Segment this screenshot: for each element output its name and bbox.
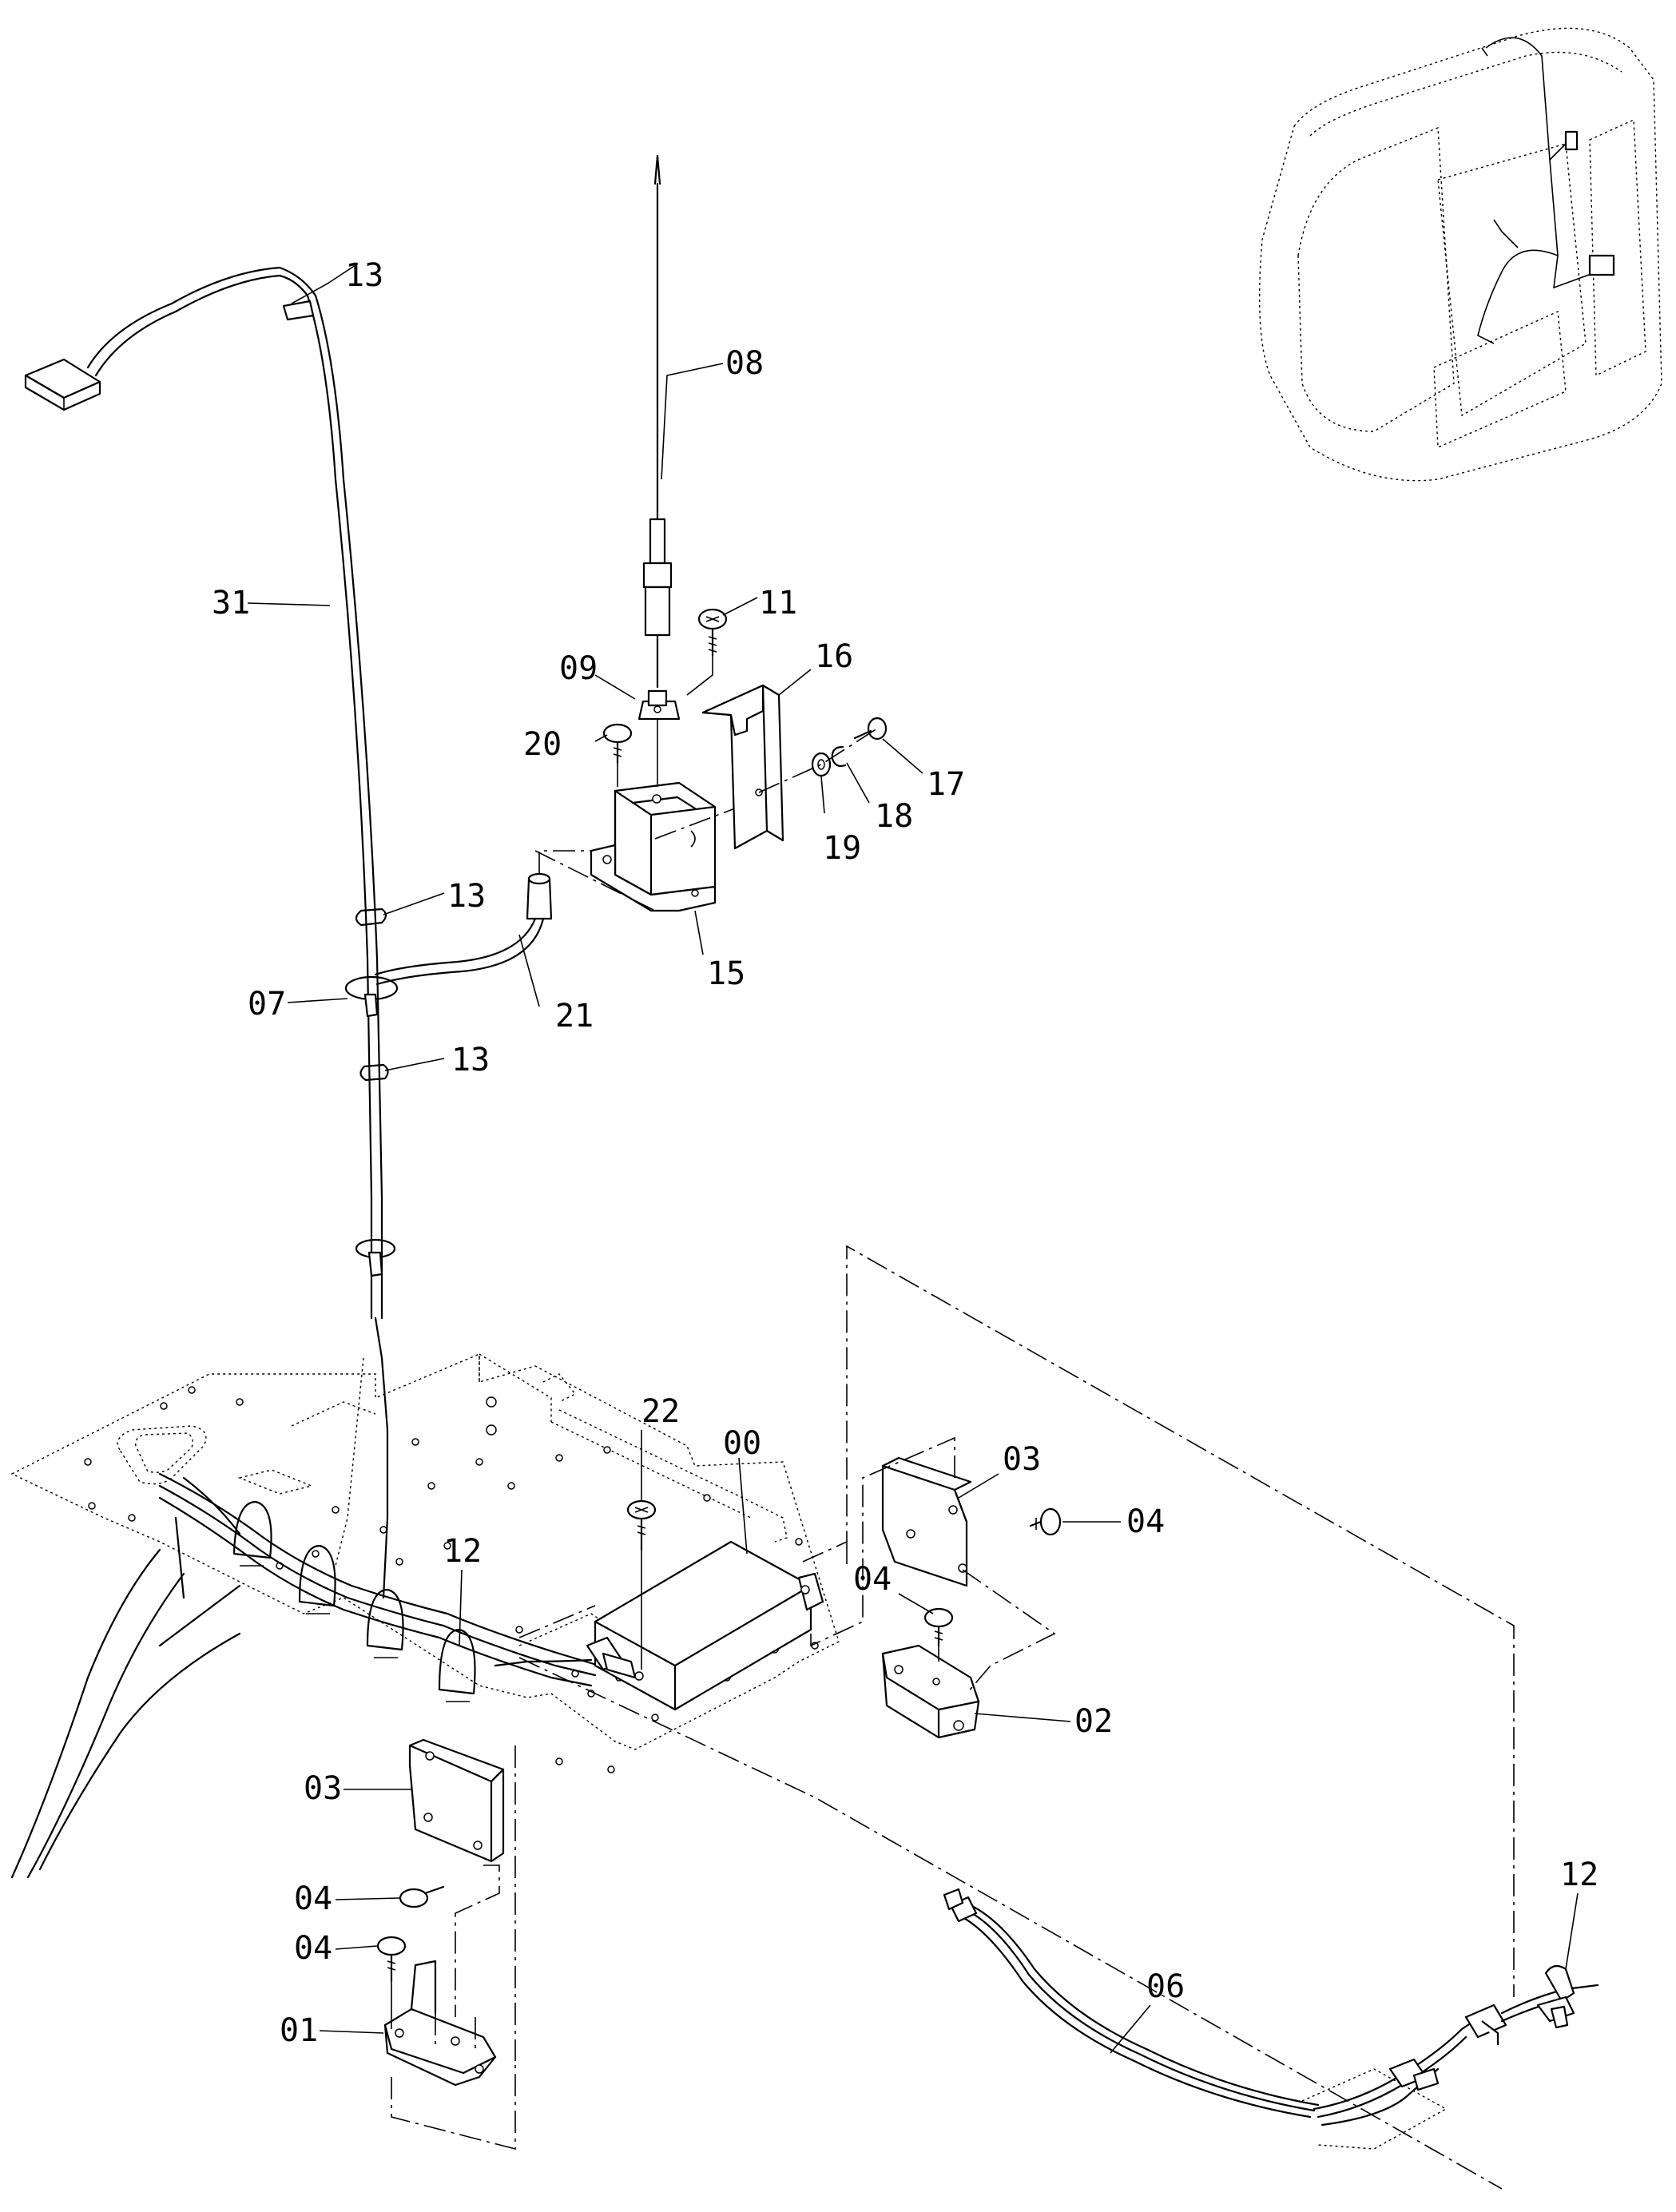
label-17: 17 xyxy=(927,766,965,803)
cable-21 xyxy=(374,850,591,986)
washer-19 xyxy=(811,752,832,777)
cable-bundle xyxy=(10,1316,601,1879)
label-03-left: 03 xyxy=(304,1770,342,1807)
bracket-01 xyxy=(383,1960,497,2087)
bolt-04-left-upper xyxy=(399,1885,445,1908)
label-04-mid: 04 xyxy=(853,1561,892,1598)
label-09: 09 xyxy=(559,650,598,687)
bolt-04-left-lower xyxy=(376,1936,407,2029)
bolt-22 xyxy=(626,1499,657,1670)
label-13-top: 13 xyxy=(345,257,383,294)
label-04-right: 04 xyxy=(1126,1503,1165,1540)
bolt-20 xyxy=(602,723,633,787)
harness-06 xyxy=(943,1888,1599,2150)
label-12-bundle: 12 xyxy=(443,1533,482,1570)
cable-clamps-12 xyxy=(232,1500,476,1702)
label-31: 31 xyxy=(212,585,250,622)
lock-washer-18 xyxy=(831,745,847,768)
label-15: 15 xyxy=(707,955,745,992)
bracket-03-left xyxy=(408,1738,505,1863)
label-07: 07 xyxy=(248,986,286,1023)
cable-tie-13-mid xyxy=(355,907,387,927)
cable-tie-13-low xyxy=(359,1063,389,1082)
cable-31 xyxy=(24,266,383,1320)
label-00: 00 xyxy=(723,1425,761,1462)
cable-clamp-lower xyxy=(355,1238,396,1277)
label-04-left-upper: 04 xyxy=(294,1880,332,1917)
antenna-bracket-15 xyxy=(590,781,717,912)
label-18: 18 xyxy=(875,798,913,835)
bracket-02 xyxy=(881,1644,980,1739)
rail-bracket xyxy=(479,1352,788,1543)
label-12-right: 12 xyxy=(1560,1857,1599,1893)
assembly-lines xyxy=(391,1245,1515,2190)
bolt-04-right xyxy=(1029,1507,1062,1536)
controller-box-icon xyxy=(494,1540,824,1711)
label-02: 02 xyxy=(1074,1703,1113,1740)
cab-location-icon xyxy=(1258,27,1662,482)
label-08: 08 xyxy=(725,345,764,382)
bolt-11 xyxy=(697,608,728,657)
cable-tie-07 xyxy=(344,975,399,1018)
label-11: 11 xyxy=(759,585,797,622)
label-04-left-lower: 04 xyxy=(294,1930,332,1967)
label-03-right: 03 xyxy=(1003,1441,1041,1478)
label-19: 19 xyxy=(823,830,861,867)
label-21: 21 xyxy=(555,998,594,1035)
part-labels: 13 08 31 11 09 16 20 17 18 19 13 15 07 2… xyxy=(212,257,1599,2049)
label-06: 06 xyxy=(1146,1968,1185,2005)
label-13-mid: 13 xyxy=(447,878,486,915)
label-20: 20 xyxy=(523,726,562,763)
leader-lines xyxy=(247,263,1579,2054)
bracket-16 xyxy=(701,684,784,850)
bracket-03-right xyxy=(881,1456,972,1587)
label-13-low: 13 xyxy=(451,1042,490,1078)
label-22: 22 xyxy=(641,1393,680,1430)
antenna-icon xyxy=(637,154,681,721)
bolt-17 xyxy=(853,717,888,741)
label-01: 01 xyxy=(280,2012,318,2049)
label-16: 16 xyxy=(815,638,853,675)
